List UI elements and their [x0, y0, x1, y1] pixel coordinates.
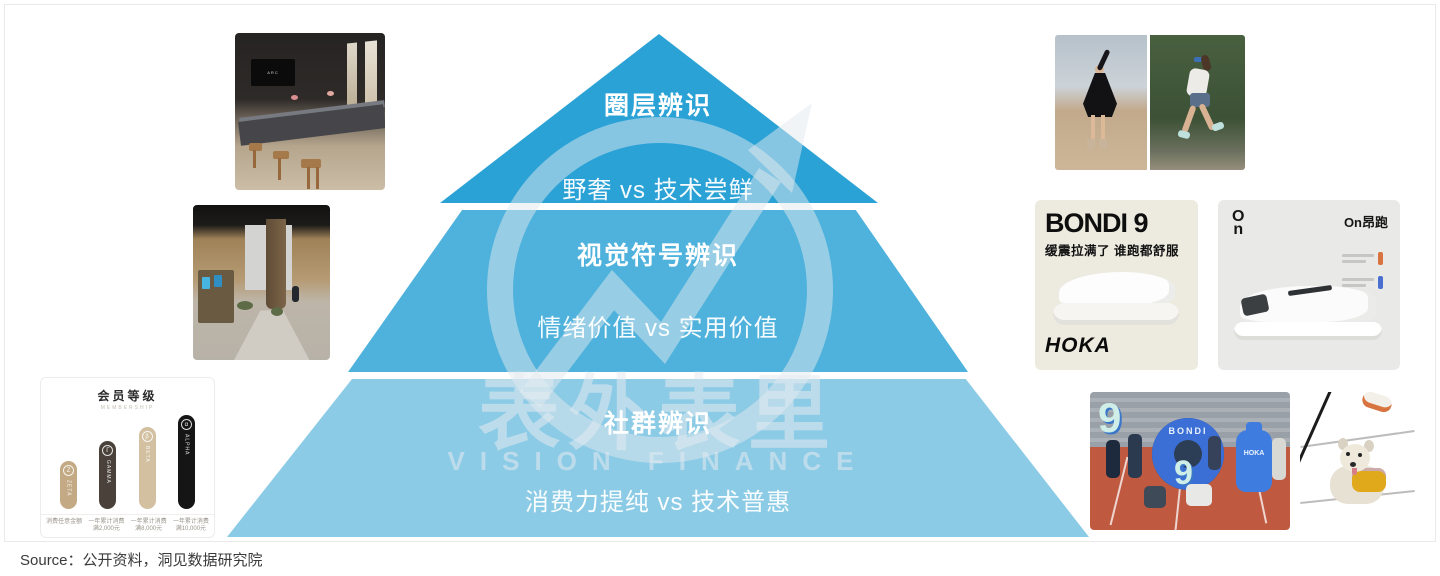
person-figure [1144, 486, 1166, 508]
inflatable-nine: 9 [1098, 394, 1122, 441]
membership-captions: 消费任意金额 一年累计消费 满2,000元 一年累计消费 满8,000元 一年累… [41, 514, 214, 533]
stool [301, 159, 321, 168]
tier3-title: 社群辨识 [603, 410, 712, 438]
bondi9-headline: BONDI 9 [1045, 208, 1149, 238]
shopper-figure [291, 285, 299, 302]
source-label: Source： [20, 552, 83, 569]
stool [273, 151, 289, 159]
plant [271, 307, 283, 316]
tier-bar-beta: β BETA [138, 427, 156, 509]
inflatable-nine: 9 [1174, 454, 1193, 492]
person-figure [1272, 438, 1286, 480]
source-text: 公开资料，洞见数据研究院 [82, 552, 263, 569]
plant [237, 301, 253, 310]
yellow-dog-jacket [1352, 468, 1386, 492]
pyramid-tier-middle [348, 210, 968, 372]
stool [249, 143, 262, 151]
on-logo-icon: O n [1232, 208, 1245, 238]
bondi9-subheadline: 缓震拉满了 谁跑都舒服 [1045, 244, 1179, 258]
membership-subtitle: MEMBERSHIP [100, 405, 155, 411]
on-running-ad: O n On昂跑 [1218, 200, 1400, 370]
membership-bars: Z ZETA Γ GAMMA β BETA α ALPHA [41, 415, 214, 509]
tier2-subtitle: 情绪价值 vs 实用价值 [537, 315, 779, 342]
hoka-logo: HOKA [1045, 334, 1111, 357]
product-callout [1342, 276, 1388, 290]
leash [1300, 392, 1333, 468]
tier-bar-zeta: Z ZETA [60, 461, 78, 509]
tier3-subtitle: 消费力提纯 vs 技术普惠 [524, 489, 792, 516]
running-shoe [1177, 129, 1191, 140]
display-screen [202, 277, 210, 289]
person-figure [1186, 484, 1212, 506]
person-figure [1208, 436, 1221, 470]
person-figure [1106, 440, 1120, 478]
tier-bar-gamma: Γ GAMMA [99, 441, 117, 509]
product-callout [1342, 252, 1388, 266]
on-brand-label: On昂跑 [1343, 215, 1388, 230]
lifestyle-collage-photo [1055, 35, 1245, 170]
display-screen [214, 275, 222, 287]
membership-tiers-card: 会员等级 MEMBERSHIP Z ZETA Γ GAMMA β BETA α … [40, 377, 215, 538]
tv-screen: ARC [251, 59, 295, 86]
dog-head [1340, 444, 1370, 472]
tier-bar-alpha: α ALPHA [177, 415, 195, 509]
flowers [291, 95, 298, 100]
tier2-title: 视觉符号辨识 [576, 242, 739, 270]
woman-dress-photo [1055, 35, 1147, 170]
callout-marker [1378, 276, 1383, 289]
membership-title: 会员等级 [97, 389, 158, 403]
cloud-sole [1234, 322, 1382, 340]
hoka-event-group-photo: 9 BONDI 9 HOKA [1090, 392, 1290, 530]
source-line: Source：公开资料，洞见数据研究院 [20, 549, 263, 570]
runner-shoe [1360, 392, 1394, 415]
sun-visor [1194, 57, 1206, 62]
hoka-bondi9-ad: BONDI 9 缓震拉满了 谁跑都舒服 HOKA [1035, 200, 1198, 370]
tier1-title: 圈层辨识 [603, 92, 712, 120]
tree-sculpture [265, 218, 287, 309]
dog-in-jacket-photo [1300, 392, 1415, 530]
person-figure [1128, 434, 1142, 478]
tier1-subtitle: 野奢 vs 技术尝鲜 [562, 177, 754, 204]
inflatable-hoka-bottle [1236, 430, 1272, 492]
store-interior-photo [193, 205, 330, 360]
flowers [327, 91, 334, 96]
dining-event-photo: ARC [235, 33, 385, 190]
woman-running-photo [1150, 35, 1245, 170]
callout-marker [1378, 252, 1383, 265]
